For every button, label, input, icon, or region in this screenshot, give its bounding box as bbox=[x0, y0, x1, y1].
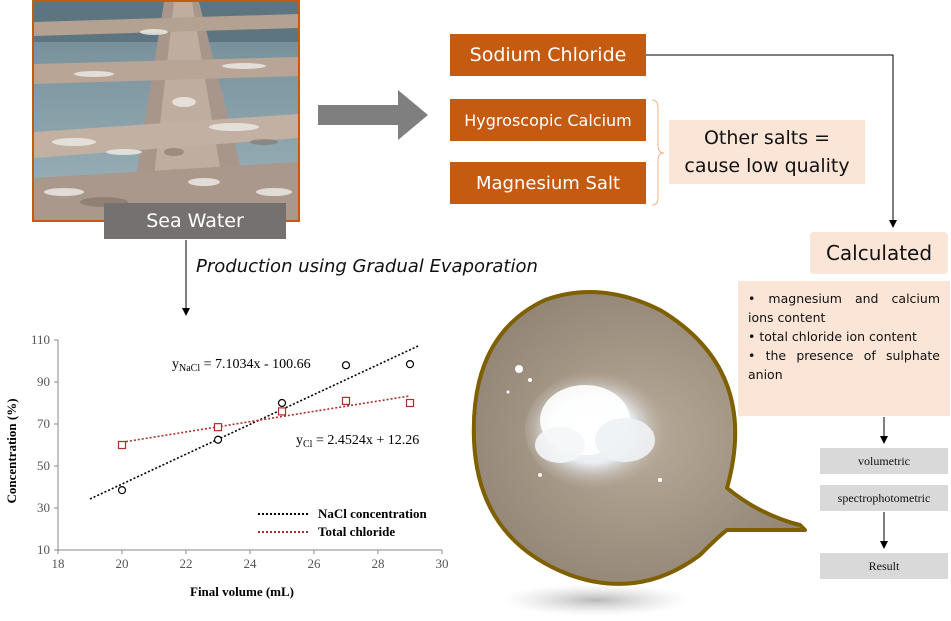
chloride-data-point bbox=[405, 398, 415, 408]
calculated-item: • total chloride ion content bbox=[748, 329, 917, 344]
calculated-item: • the presence of sulphate anion bbox=[748, 348, 940, 382]
x-tick-label: 30 bbox=[436, 556, 449, 571]
chloride-data-point bbox=[341, 396, 351, 406]
chloride-data-point bbox=[277, 407, 287, 416]
result-box: Result bbox=[820, 553, 948, 579]
magnesium-salt-label: Magnesium Salt bbox=[475, 172, 621, 194]
volumetric-box: volumetric bbox=[820, 448, 948, 474]
other-salts-bracket bbox=[651, 99, 665, 206]
y-tick-label: 50 bbox=[37, 458, 50, 473]
legend-nacl-label: NaCl concentration bbox=[318, 506, 427, 521]
nacl-eq-prefix: y bbox=[172, 357, 179, 372]
nacl-data-point bbox=[213, 435, 223, 444]
cl-eq-prefix: y bbox=[296, 433, 303, 448]
y-tick-label: 70 bbox=[37, 416, 50, 431]
calculated-box: Calculated bbox=[810, 232, 948, 274]
sea-water-box: Sea Water bbox=[104, 203, 286, 239]
spectrophotometric-box: spectrophotometric bbox=[820, 485, 948, 511]
x-tick-label: 26 bbox=[308, 556, 322, 571]
nacl-data-point bbox=[405, 360, 415, 369]
sodium-chloride-box: Sodium Chloride bbox=[450, 34, 646, 76]
hygroscopic-calcium-label: Hygroscopic Calcium bbox=[464, 110, 632, 130]
calculated-label: Calculated bbox=[825, 241, 933, 265]
result-label: Result bbox=[868, 558, 900, 573]
volumetric-label: volumetric bbox=[858, 453, 910, 468]
cl-eq-sub: Cl bbox=[303, 439, 313, 450]
callout-shadow bbox=[501, 584, 691, 616]
x-tick-label: 18 bbox=[52, 556, 65, 571]
other-salts-box: Other salts = cause low quality bbox=[669, 120, 865, 184]
nacl-data-point bbox=[341, 361, 351, 370]
other-salts-line1: Other salts = bbox=[703, 127, 831, 149]
salt-pan-illustration bbox=[34, 2, 298, 220]
chart-axes: 10 30 50 70 90 110 18 20 22 24 26 28 30 bbox=[31, 332, 449, 571]
x-tick-label: 24 bbox=[244, 556, 258, 571]
chloride-data-point bbox=[117, 440, 127, 450]
chart-marks bbox=[89, 344, 420, 500]
x-axis-label: Final volume (mL) bbox=[190, 584, 294, 599]
chloride-trend-equation: yCl = 2.4524x + 12.26 bbox=[296, 433, 419, 450]
other-salts-line2: cause low quality bbox=[684, 155, 850, 177]
cl-eq-rest: = 2.4524x + 12.26 bbox=[312, 433, 419, 448]
calculated-items-list: • magnesium and calcium ions content • t… bbox=[738, 281, 950, 416]
hygroscopic-calcium-box: Hygroscopic Calcium bbox=[450, 99, 646, 141]
nacl-data-point bbox=[117, 486, 127, 495]
magnesium-salt-box: Magnesium Salt bbox=[450, 162, 646, 204]
chart-legend: NaCl concentration Total chloride bbox=[258, 506, 427, 539]
chloride-trendline bbox=[121, 395, 411, 444]
nacl-eq-sub: NaCl bbox=[179, 363, 200, 374]
calculated-item: • magnesium and calcium ions content bbox=[748, 291, 940, 325]
nacl-trendline bbox=[89, 344, 420, 500]
salt-crystals-image bbox=[506, 365, 675, 490]
sea-salt-pan-photo bbox=[32, 0, 300, 222]
sodium-chloride-label: Sodium Chloride bbox=[469, 44, 627, 66]
x-tick-label: 22 bbox=[180, 556, 193, 571]
production-caption: Production using Gradual Evaporation bbox=[196, 256, 538, 277]
nacl-data-point bbox=[277, 398, 287, 408]
nacl-trend-equation: yNaCl = 7.1034x - 100.66 bbox=[172, 357, 311, 374]
right-arrow-icon bbox=[318, 90, 428, 140]
y-tick-label: 110 bbox=[31, 332, 50, 347]
chloride-data-point bbox=[213, 423, 223, 432]
x-tick-label: 28 bbox=[372, 556, 385, 571]
y-tick-label: 10 bbox=[37, 542, 50, 557]
spectrophotometric-label: spectrophotometric bbox=[837, 490, 931, 505]
y-tick-label: 90 bbox=[37, 374, 50, 389]
x-tick-label: 20 bbox=[116, 556, 129, 571]
nacl-eq-rest: = 7.1034x - 100.66 bbox=[200, 357, 311, 372]
y-axis-label: Concentration (%) bbox=[4, 398, 19, 503]
y-tick-label: 30 bbox=[37, 500, 50, 515]
legend-chloride-label: Total chloride bbox=[318, 524, 395, 539]
sea-water-label: Sea Water bbox=[146, 210, 244, 232]
